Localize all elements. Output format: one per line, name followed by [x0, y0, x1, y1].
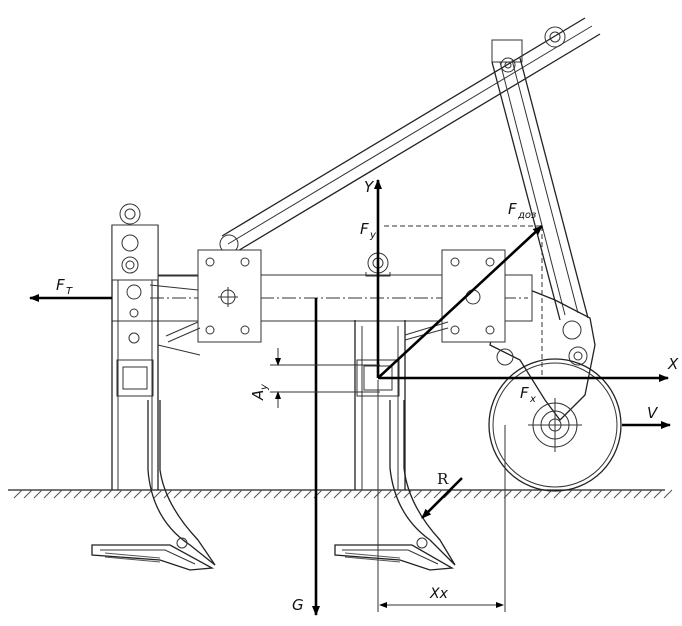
ground-hatch-mark: [83, 489, 93, 499]
ground-hatch-mark: [573, 489, 583, 499]
ground-hatch-mark: [263, 489, 273, 499]
ground-hatch-mark: [583, 489, 593, 499]
ground-hatch-mark: [73, 489, 83, 499]
ground-hatch-mark: [153, 489, 163, 499]
ground-hatch-mark: [323, 489, 333, 499]
label-x-axis: X: [667, 355, 679, 373]
svg-text:y: y: [369, 230, 377, 241]
label-f-t: F T: [56, 276, 73, 297]
ground-hatch-mark: [433, 489, 443, 499]
svg-text:y: y: [259, 383, 270, 391]
ground-hatch-mark: [33, 489, 43, 499]
ground-hatch-mark: [183, 489, 193, 499]
ground-hatch-mark: [63, 489, 73, 499]
ground-hatch-mark: [133, 489, 143, 499]
ground-hatch-mark: [233, 489, 243, 499]
label-x-x: Xx: [429, 586, 449, 602]
label-f-x: F x: [520, 384, 536, 405]
ground-hatch-mark: [483, 489, 493, 499]
front-shank: [91, 400, 216, 571]
label-f-y: F y: [360, 220, 377, 241]
ground-hatch-mark: [223, 489, 233, 499]
roller-wheel: [488, 358, 622, 492]
ground-hatch-mark: [213, 489, 223, 499]
ground-hatch-mark: [43, 489, 53, 499]
ground-hatch-mark: [353, 489, 363, 499]
front-post: [111, 203, 201, 490]
ground-hatch-mark: [293, 489, 303, 499]
label-r: R: [437, 470, 449, 488]
label-f-doz: F доз: [508, 200, 536, 221]
ground-hatch-mark: [613, 489, 623, 499]
ground-hatch-mark: [13, 489, 23, 499]
force-r: [421, 477, 463, 519]
ground-hatch-mark: [403, 489, 413, 499]
ground-hatch-mark: [173, 489, 183, 499]
rear-plate: [441, 249, 506, 343]
ground-hatch-mark: [343, 489, 353, 499]
force-f-doz: [377, 225, 543, 379]
ground-hatch-mark: [443, 489, 453, 499]
ground-hatch-mark: [563, 489, 573, 499]
svg-text:F: F: [56, 276, 65, 294]
ground-hatch-mark: [393, 489, 403, 499]
roller-bracket: [489, 279, 596, 421]
ground-hatch-mark: [283, 489, 293, 499]
ground-hatch-mark: [333, 489, 343, 499]
rear-strut: [491, 39, 589, 321]
ground-hatch-mark: [23, 489, 33, 499]
ground-hatch-mark: [633, 489, 643, 499]
svg-text:F: F: [360, 220, 369, 238]
label-v: V: [647, 404, 659, 422]
ground-hatch-mark: [663, 489, 673, 499]
svg-text:x: x: [529, 394, 536, 405]
ground-hatch-mark: [143, 489, 153, 499]
front-plate: [197, 249, 262, 343]
ground-hatch-mark: [453, 489, 463, 499]
ground-hatch-mark: [243, 489, 253, 499]
ground-hatch-mark: [513, 489, 523, 499]
label-g: G: [292, 596, 304, 614]
ground-hatch-mark: [163, 489, 173, 499]
ground-hatch-mark: [203, 489, 213, 499]
svg-text:F: F: [508, 200, 517, 218]
ground-hatch-mark: [413, 489, 423, 499]
ground-hatch-mark: [643, 489, 653, 499]
ground-hatch-mark: [463, 489, 473, 499]
central-shank: [334, 320, 456, 571]
ground-hatch-mark: [123, 489, 133, 499]
svg-text:A: A: [249, 390, 267, 401]
top-link: [219, 17, 601, 254]
ground-hatch-mark: [383, 489, 393, 499]
dimension-a-y: [270, 348, 380, 408]
svg-text:F: F: [520, 384, 529, 402]
ground-hatch-mark: [493, 489, 503, 499]
ground-hatch-mark: [103, 489, 113, 499]
ground-hatch-mark: [423, 489, 433, 499]
svg-text:доз: доз: [517, 210, 536, 221]
ground-hatch-mark: [273, 489, 283, 499]
ground-hatch-mark: [303, 489, 313, 499]
ground-hatch-mark: [113, 489, 123, 499]
ground-hatch-mark: [473, 489, 483, 499]
label-y-axis: Y: [364, 178, 375, 196]
ground-hatch-mark: [193, 489, 203, 499]
ground-hatch-mark: [53, 489, 63, 499]
svg-text:T: T: [66, 286, 73, 297]
ground-hatch-mark: [623, 489, 633, 499]
ground-hatch-mark: [253, 489, 263, 499]
ground-hatch-mark: [93, 489, 103, 499]
ground-hatch-mark: [593, 489, 603, 499]
ground-line: [8, 489, 673, 499]
construction-lines: [384, 225, 543, 378]
label-a-y: A y: [249, 383, 270, 401]
ground-hatch-mark: [363, 489, 373, 499]
dimension-x-x: [377, 380, 506, 612]
ground-hatch-mark: [523, 489, 533, 499]
ground-hatch-mark: [603, 489, 613, 499]
ground-hatch-mark: [653, 489, 663, 499]
ground-hatch-mark: [533, 489, 543, 499]
